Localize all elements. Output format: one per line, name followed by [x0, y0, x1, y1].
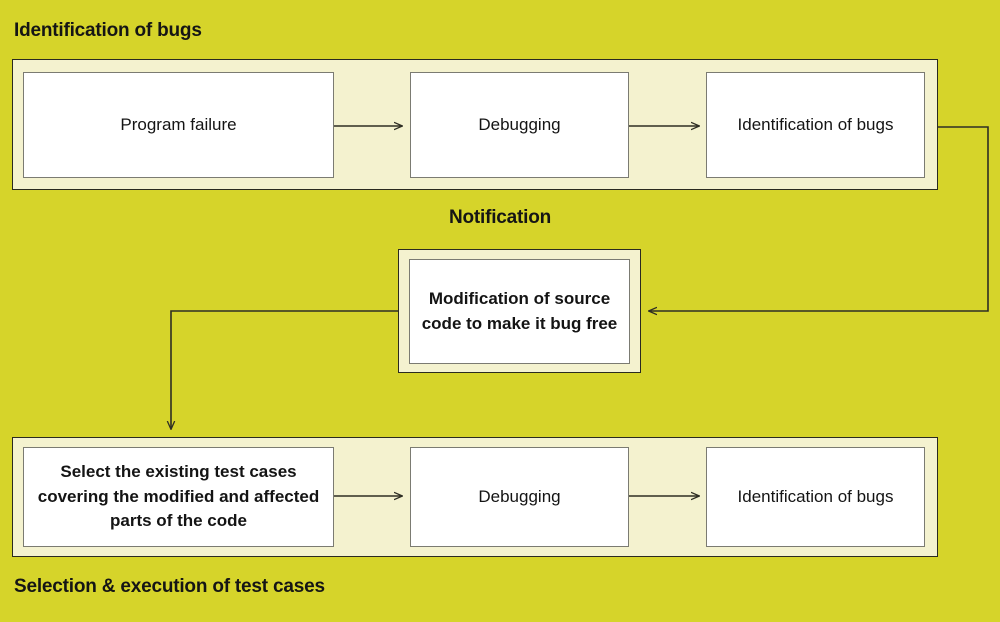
connector-modification-to-select-test-cases — [171, 310, 398, 429]
box-debugging-top: Debugging — [410, 72, 629, 178]
box-select-existing-test-cases: Select the existing test cases covering … — [23, 447, 334, 547]
box-modification-of-source-code: Modification of source code to make it b… — [409, 259, 630, 364]
box-identification-of-bugs-top: Identification of bugs — [706, 72, 925, 178]
box-program-failure: Program failure — [23, 72, 334, 178]
section-title-identification-of-bugs: Identification of bugs — [14, 20, 202, 41]
section-title-notification: Notification — [448, 207, 552, 228]
box-identification-of-bugs-bottom: Identification of bugs — [706, 447, 925, 547]
box-debugging-bottom: Debugging — [410, 447, 629, 547]
section-title-selection-execution-of-test-cases: Selection & execution of test cases — [14, 576, 325, 597]
